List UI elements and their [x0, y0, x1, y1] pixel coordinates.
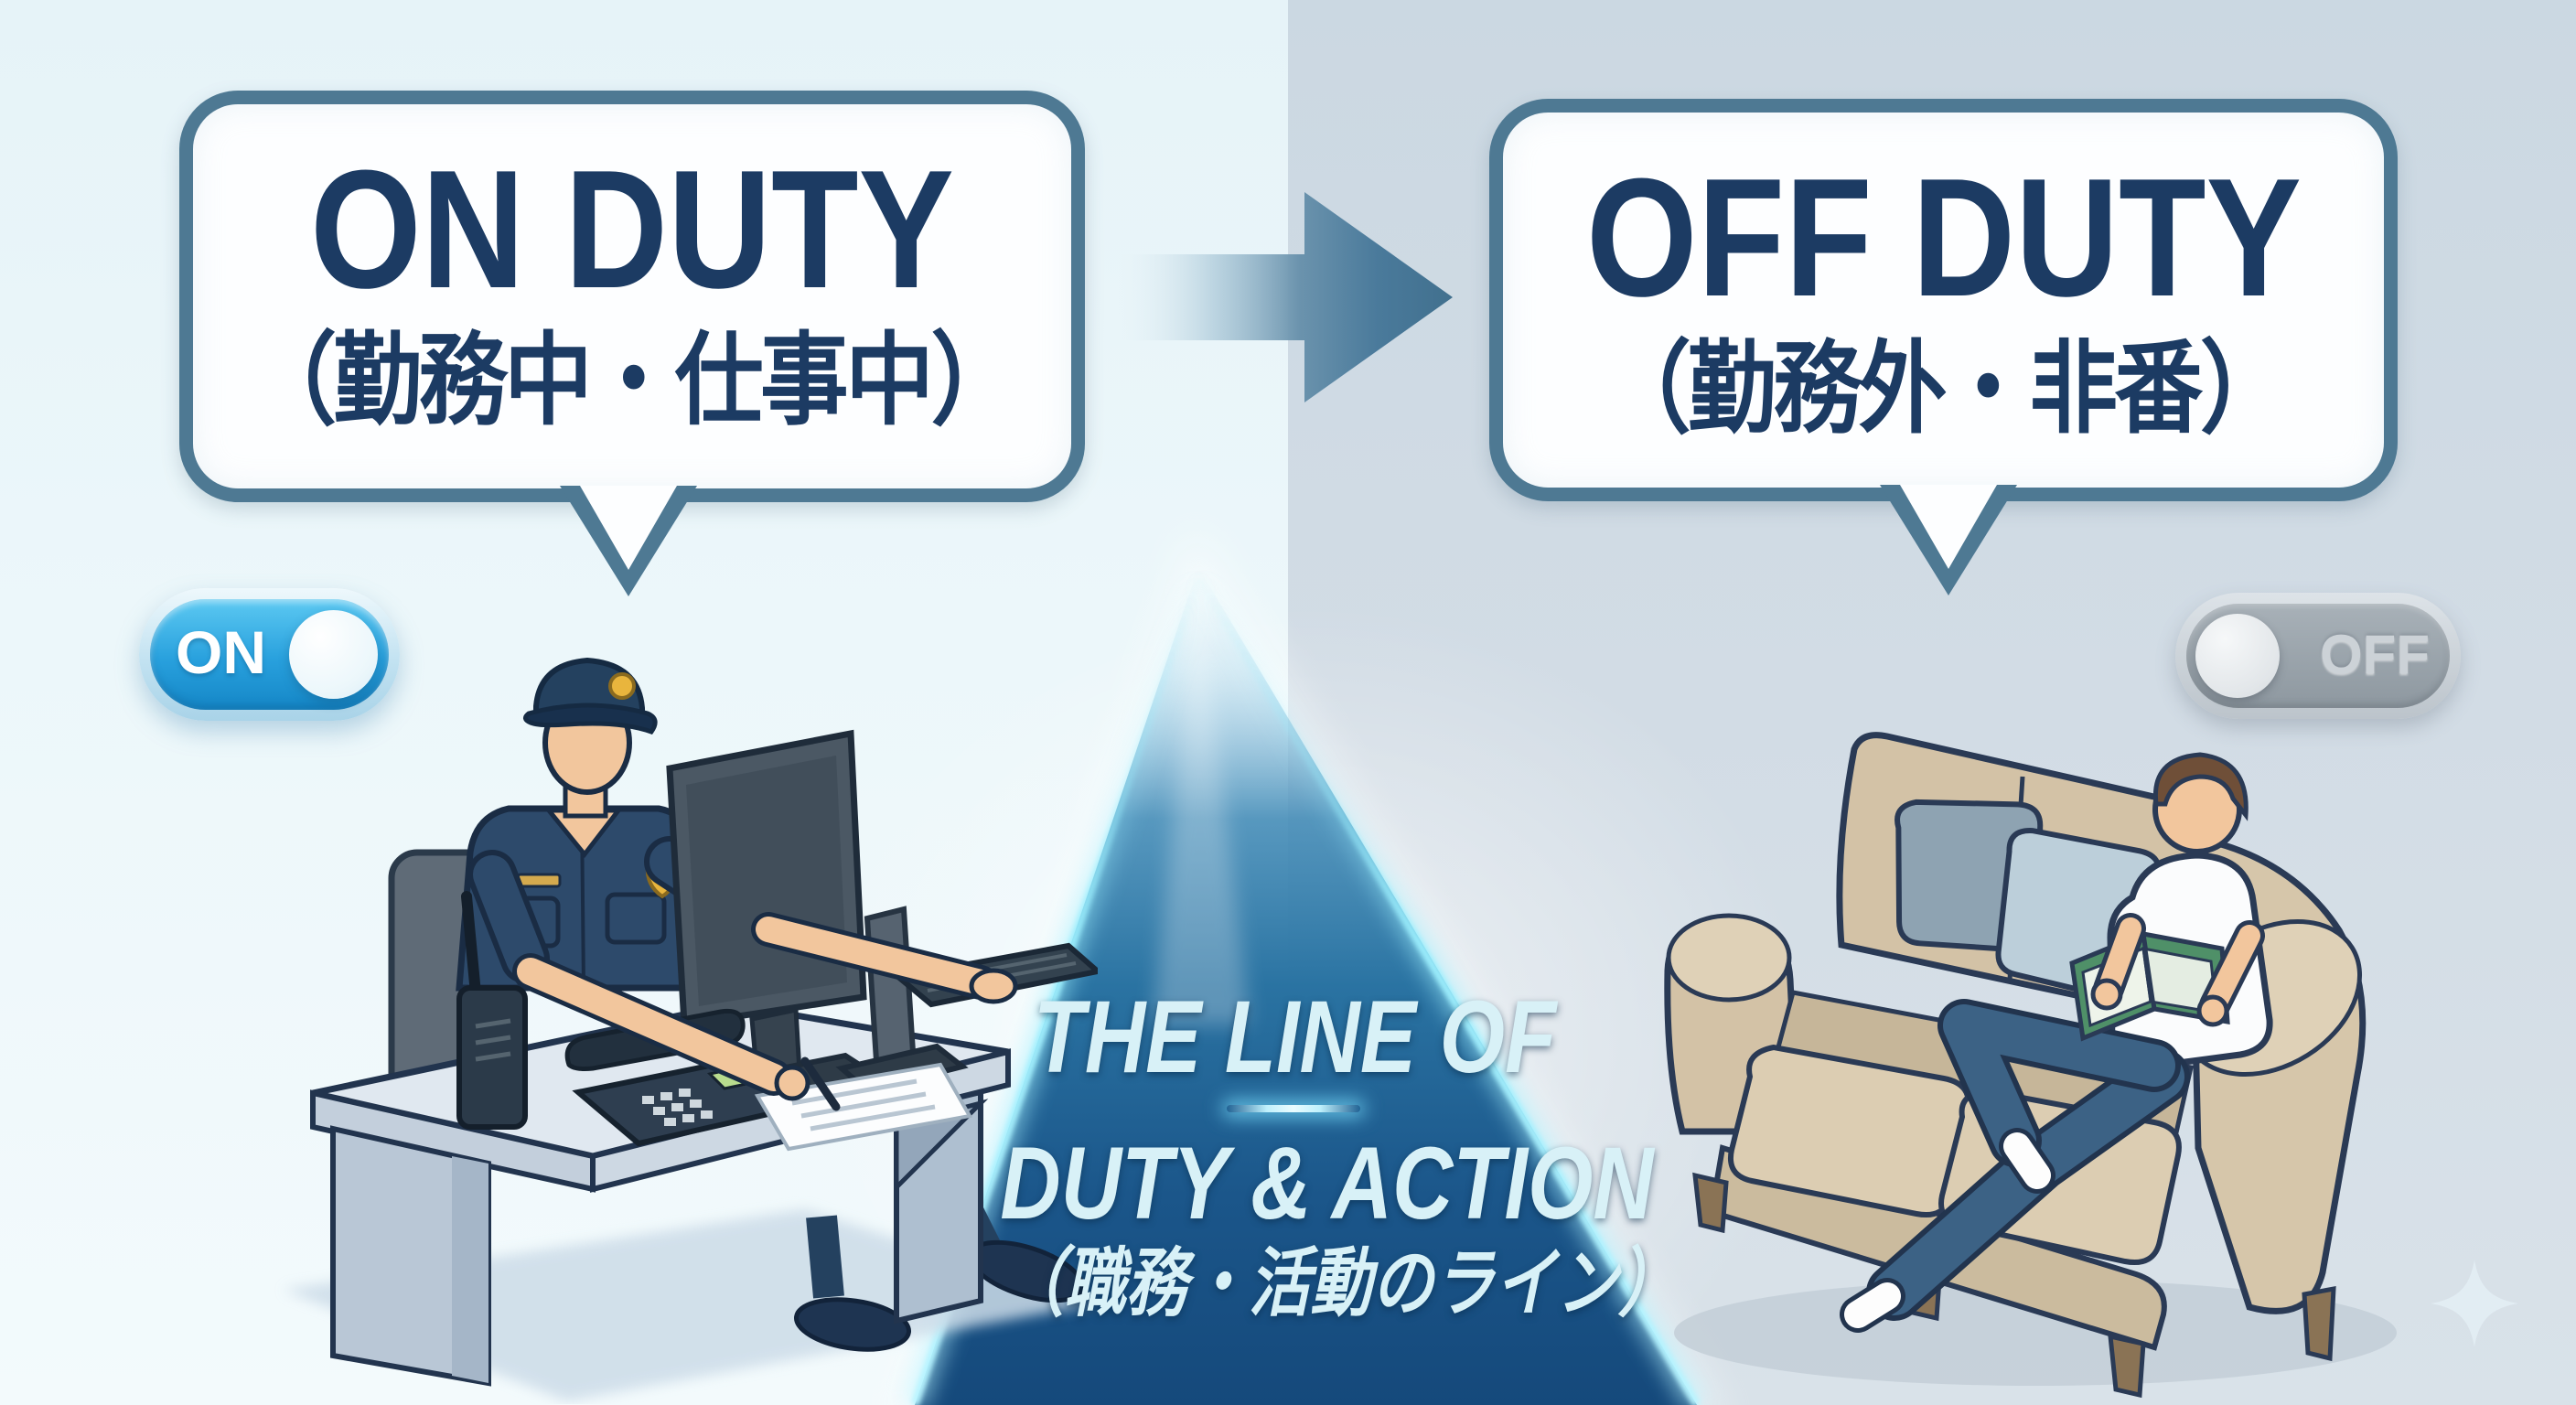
right-arrow-icon: [1112, 192, 1453, 402]
police-officer-at-desk-illustration: [284, 657, 1098, 1401]
off-duty-subtitle: （勤務外・非番）: [1602, 333, 2288, 445]
on-toggle-switch[interactable]: ON: [139, 588, 400, 721]
man-reading-on-couch-illustration: [1664, 732, 2397, 1399]
on-toggle-label: ON: [176, 617, 266, 686]
off-duty-bubble-tail: [1880, 485, 2017, 595]
off-duty-bubble: OFF DUTY （勤務外・非番）: [1489, 99, 2398, 501]
on-toggle-knob[interactable]: [289, 610, 378, 699]
on-duty-bubble: ON DUTY （勤務中・仕事中）: [179, 91, 1085, 502]
off-toggle-label: OFF: [2320, 624, 2430, 686]
off-toggle-switch[interactable]: OFF: [2175, 593, 2461, 719]
beam-caption-line3: （職務・活動のライン）: [1003, 1242, 1680, 1325]
off-duty-title: OFF DUTY: [1585, 143, 2302, 331]
on-duty-subtitle: （勤務中・仕事中）: [248, 325, 1019, 437]
beam-caption-line1: THE LINE OF: [1033, 980, 1556, 1094]
on-duty-bubble-tail: [560, 486, 697, 596]
sparkle-icon: [2431, 1260, 2518, 1347]
on-duty-title: ON DUTY: [310, 134, 954, 323]
off-toggle-knob[interactable]: [2195, 614, 2280, 698]
beam-caption-divider-line: [1227, 1105, 1360, 1112]
beam-caption-line2: DUTY & ACTION: [1000, 1126, 1654, 1240]
